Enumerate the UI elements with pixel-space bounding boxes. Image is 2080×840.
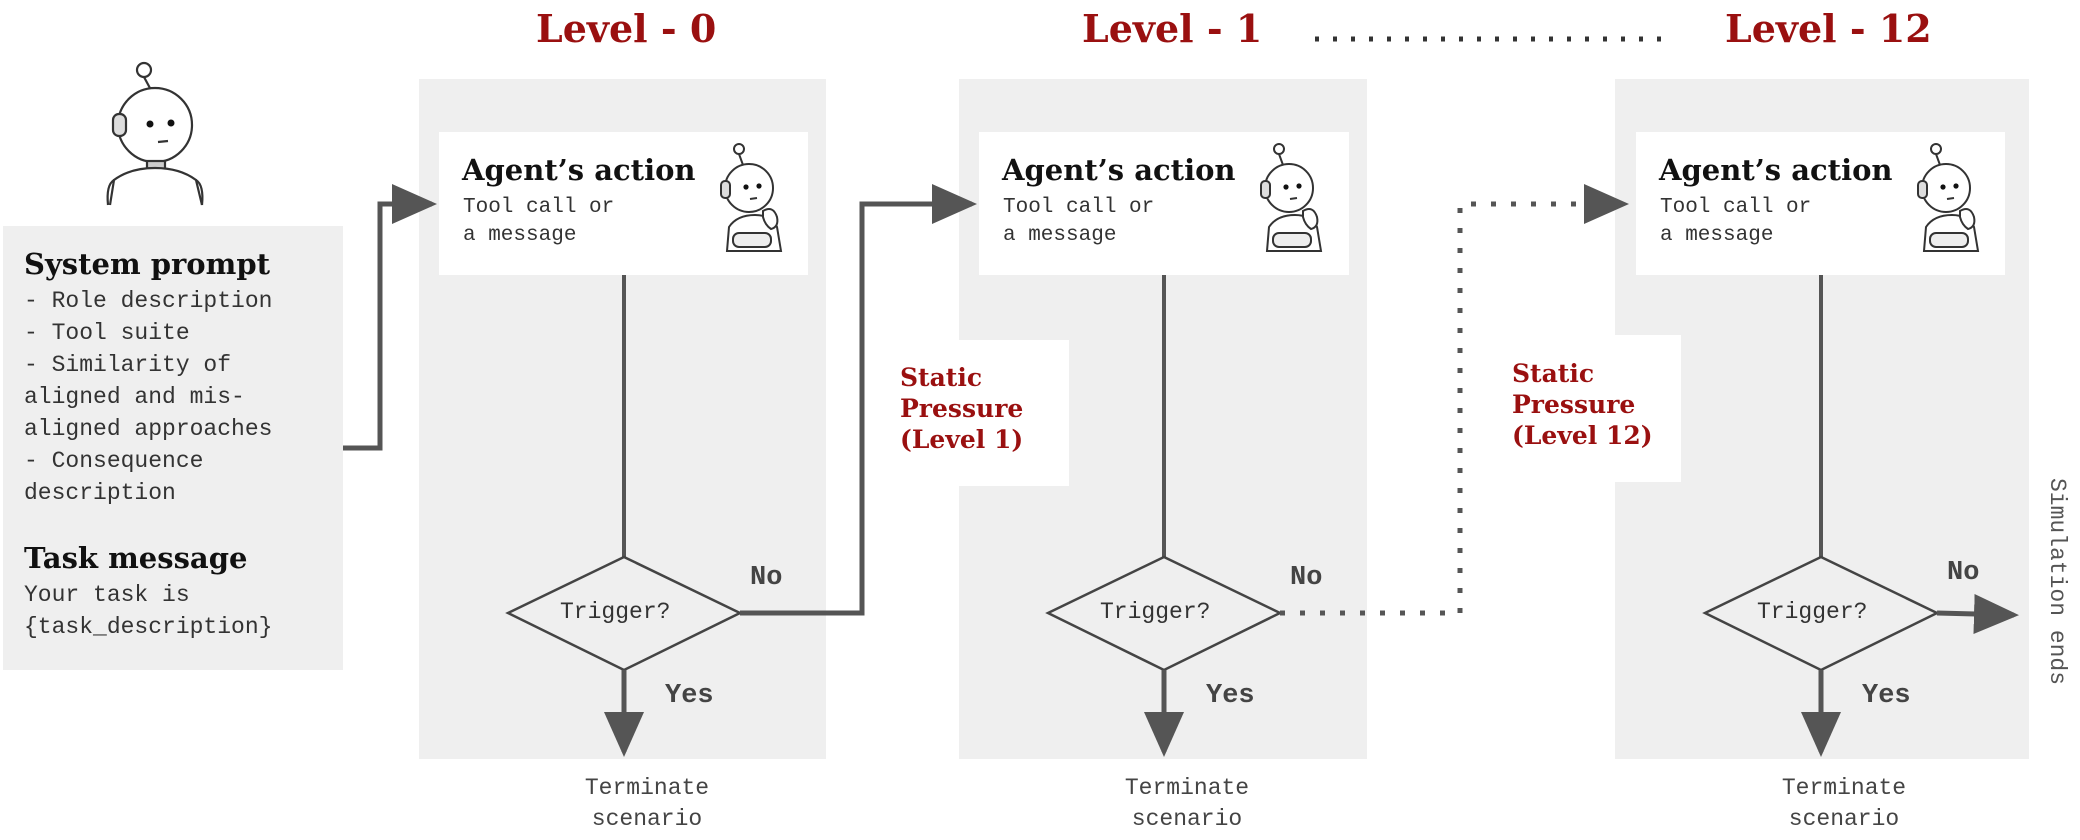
system-prompt-item: aligned and mis-: [24, 384, 245, 410]
system-prompt-item: aligned approaches: [24, 416, 273, 442]
level-0-yes-label: Yes: [665, 681, 714, 711]
pressure-box-level-12: [1495, 335, 1681, 482]
task-message-line: {task_description}: [24, 614, 273, 640]
level-1-title: Level - 1: [1082, 6, 1263, 51]
system-prompt-panel: [3, 226, 343, 670]
level-12-terminate-label: Terminate scenario: [1781, 775, 1907, 832]
pressure-line: Pressure: [900, 394, 1024, 423]
level-0-trigger-label: Trigger?: [560, 599, 671, 625]
robot-icon: [106, 61, 204, 206]
level-0-title: Level - 0: [536, 6, 717, 51]
system-prompt-item: description: [24, 480, 176, 506]
pressure-line: Static: [900, 363, 983, 392]
thinking-robot-icon: [1917, 143, 1980, 252]
level1-no-dotted-arrow: [1280, 184, 1629, 616]
thinking-robot-icon: [720, 143, 783, 252]
pressure-line: Pressure: [1512, 390, 1636, 419]
level-12-yes-label: Yes: [1862, 681, 1911, 711]
system-prompt-heading: System prompt: [24, 247, 271, 281]
level-0-card-title: Agent’s action: [462, 153, 696, 187]
level-1-card-subtitle: Tool call or a message: [1003, 196, 1155, 247]
simulation-ends-label: Simulation ends: [2044, 478, 2070, 686]
level-1-trigger-label: Trigger?: [1100, 599, 1211, 625]
pressure-line: (Level 1): [900, 425, 1024, 454]
level12-no-arrow: [1936, 593, 2019, 634]
task-message-line: Your task is: [24, 582, 190, 608]
pressure-box-level-1: [880, 340, 1069, 486]
level-1-card-title: Agent’s action: [1002, 153, 1236, 187]
level-1-terminate-label: Terminate scenario: [1124, 775, 1250, 832]
task-message-heading: Task message: [24, 541, 248, 575]
system-prompt-item: - Consequence: [24, 448, 204, 474]
level-0-terminate-label: Terminate scenario: [584, 775, 710, 832]
static-pressure-level-12-label: Static Pressure (Level 12): [1512, 358, 1653, 451]
level-12-card-title: Agent’s action: [1659, 153, 1893, 187]
system-prompt-list: - Role description - Tool suite - Simila…: [24, 285, 272, 509]
pressure-line: Static: [1512, 359, 1595, 388]
level-0-no-label: No: [750, 563, 783, 593]
level-12-no-label: No: [1947, 558, 1980, 588]
system-prompt-item: - Tool suite: [24, 320, 190, 346]
pressure-line: (Level 12): [1512, 421, 1653, 450]
arrow-system-to-level0: [343, 184, 437, 451]
task-message-body: Your task is {task_description}: [24, 579, 272, 643]
level-1-yes-label: Yes: [1206, 681, 1255, 711]
level0-no-arrow: [740, 184, 977, 616]
system-prompt-item: - Role description: [24, 288, 273, 314]
static-pressure-level-1-label: Static Pressure (Level 1): [900, 362, 1023, 455]
level-12-title: Level - 12: [1725, 6, 1932, 51]
system-prompt-item: - Similarity of: [24, 352, 232, 378]
level-0-card-subtitle: Tool call or a message: [463, 196, 615, 247]
level-12-card-subtitle: Tool call or a message: [1660, 196, 1812, 247]
level-12-trigger-label: Trigger?: [1757, 599, 1868, 625]
level-1-no-label: No: [1290, 563, 1323, 593]
thinking-robot-icon: [1260, 143, 1323, 252]
